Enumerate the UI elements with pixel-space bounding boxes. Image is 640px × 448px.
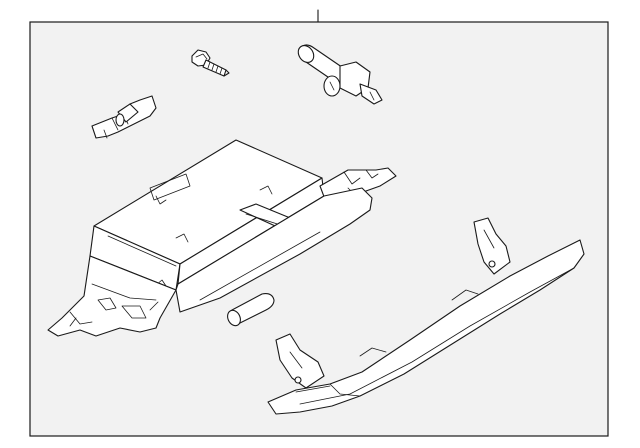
latch-striker-icon <box>91 95 157 139</box>
screw-icon <box>191 49 230 77</box>
damper-cylinder-icon <box>297 44 383 105</box>
glove-box-door-trim-icon <box>267 217 585 415</box>
glove-box-bin-icon <box>47 139 397 337</box>
bumper-stop-icon <box>227 293 275 327</box>
